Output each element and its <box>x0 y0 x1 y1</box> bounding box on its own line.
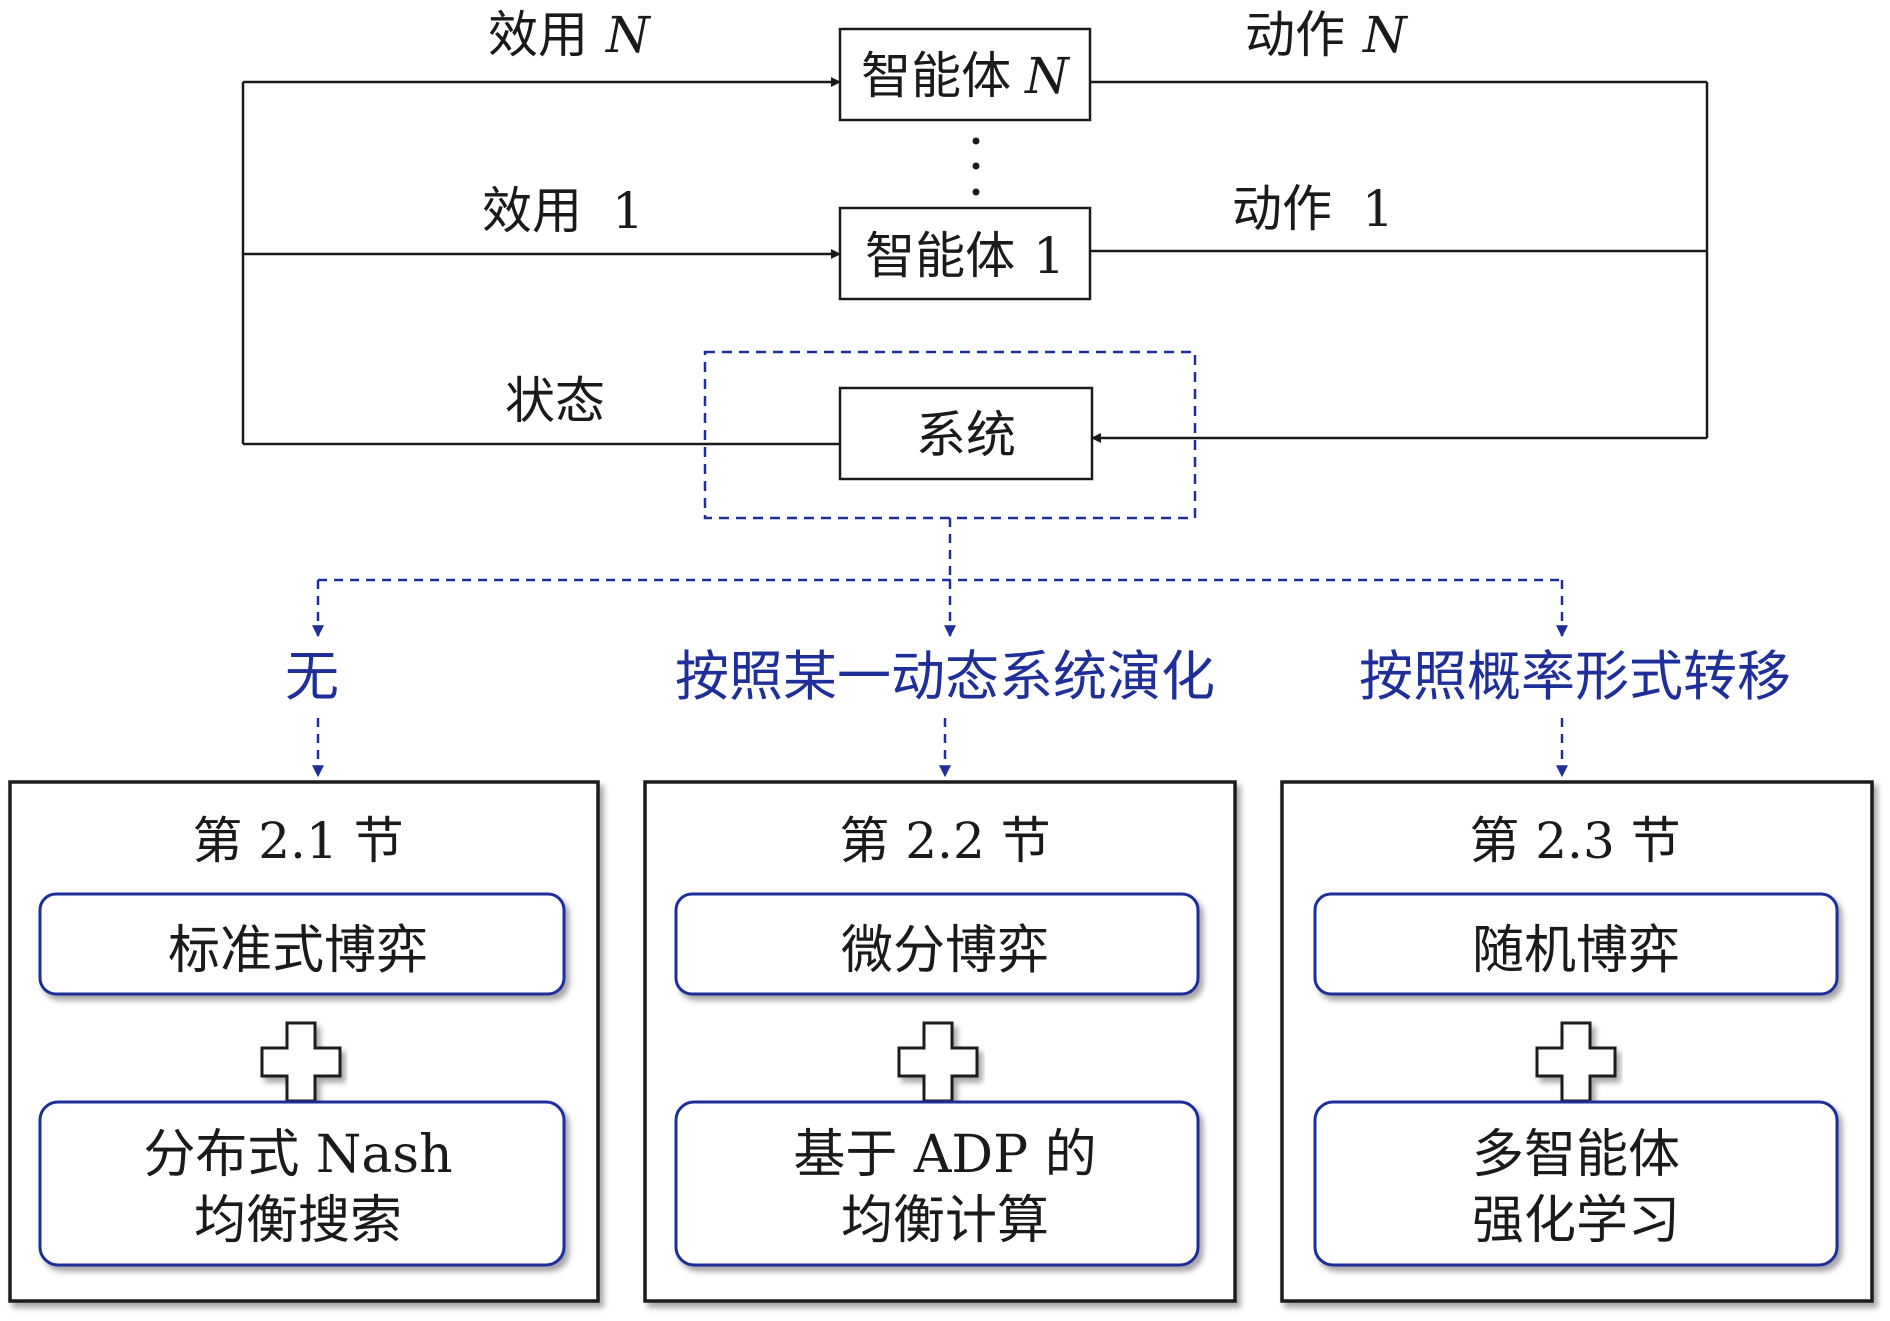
bottom-box-1 <box>38 1100 566 1267</box>
top-box-2 <box>674 892 1200 996</box>
bottom-box-3-line-2: 强化学习 <box>1472 1191 1680 1251</box>
section-title-1: 第 2.1 节 <box>192 812 403 870</box>
section-panel-1: 第 2.1 节 标准式博弈 分布式 Nash 均衡搜索 <box>8 780 600 1303</box>
agent-n-prefix: 智能体 <box>861 47 1011 105</box>
agent-ellipsis <box>972 137 980 196</box>
system-label: 系统 <box>916 406 1016 464</box>
bottom-box-2 <box>674 1100 1200 1267</box>
top-box-2-label: 微分博弈 <box>841 921 1049 981</box>
feedback-loop <box>241 77 1709 446</box>
top-box-3-label: 随机博弈 <box>1472 921 1680 981</box>
bottom-box-1-line-1: 分布式 Nash <box>143 1125 452 1185</box>
agent-1-box: 智能体 1 <box>838 206 1092 301</box>
section-panel-3: 第 2.3 节 随机博弈 多智能体 强化学习 <box>1280 780 1874 1303</box>
bottom-box-3 <box>1313 1100 1839 1267</box>
section-title-3: 第 2.3 节 <box>1469 812 1680 870</box>
bottom-box-2-line-2: 均衡计算 <box>841 1191 1049 1251</box>
state-label: 状态 <box>505 372 605 430</box>
bottom-box-2-line-1: 基于 ADP 的 <box>793 1125 1096 1185</box>
branch-label-3: 按照概率形式转移 <box>1359 645 1791 708</box>
system-box: 系统 <box>838 386 1094 481</box>
bottom-box-3-line-1: 多智能体 <box>1472 1125 1680 1185</box>
section-title-2: 第 2.2 节 <box>839 812 1050 870</box>
agent-1-var: 1 <box>1033 227 1065 285</box>
top-box-1 <box>38 892 566 996</box>
section-panel-2: 第 2.2 节 微分博弈 基于 ADP 的 均衡计算 <box>643 780 1237 1303</box>
agent-1-prefix: 智能体 <box>865 227 1015 285</box>
bottom-box-1-line-2: 均衡搜索 <box>194 1191 402 1251</box>
top-box-3 <box>1313 892 1839 996</box>
top-box-1-label: 标准式博弈 <box>168 921 428 981</box>
branch-label-2: 按照某一动态系统演化 <box>675 645 1215 708</box>
agent-n-var: N <box>1024 47 1071 105</box>
branch-label-1: 无 <box>285 645 339 708</box>
branch-connectors <box>312 518 1568 778</box>
